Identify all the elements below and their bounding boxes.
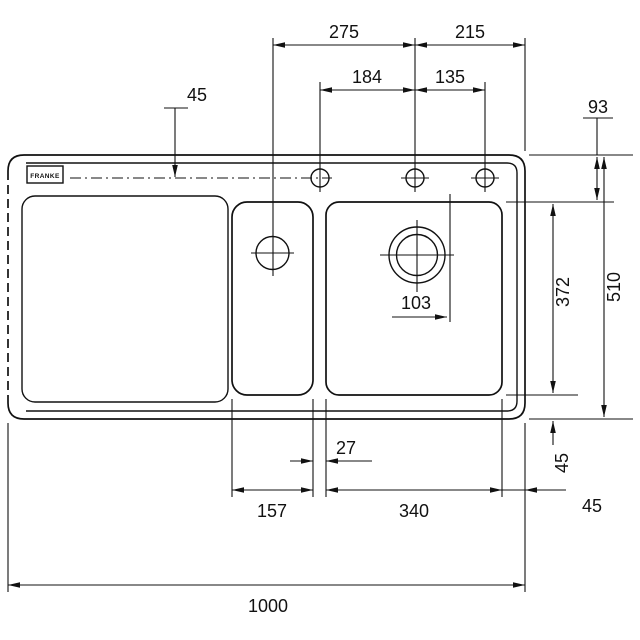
dim-label-total-width: 1000: [248, 596, 288, 616]
dimension-lines: [8, 42, 613, 588]
dim-label-tap-from-top: 45: [187, 85, 207, 105]
franke-logo-icon: FRANKE: [26, 165, 64, 184]
sink-outer-edge: [7, 154, 526, 420]
dim-label-main-bowl-width: 340: [399, 501, 429, 521]
dim-label-bowl-gap: 27: [336, 438, 356, 458]
drain-double-circle-icon: [380, 220, 454, 292]
sink-body: [7, 154, 526, 420]
dim-label-rim-front: 45: [552, 453, 572, 473]
logo-text: FRANKE: [30, 173, 60, 180]
extension-lines: [7, 38, 633, 592]
tap-hole-icon: [310, 168, 499, 188]
drainboard: [21, 195, 229, 403]
dim-label-tap-span-b: 135: [435, 67, 465, 87]
dim-label-tap-span-a: 184: [352, 67, 382, 87]
dim-label-bowl-length: 372: [553, 277, 573, 307]
dim-label-drain-inset: 103: [401, 293, 431, 313]
dim-label-total-depth: 510: [604, 272, 624, 302]
sink-inner-rim: [26, 162, 518, 412]
main-bowl: [325, 201, 503, 396]
dim-label-drain-to-tap: 275: [329, 22, 359, 42]
dim-label-rim-side: 45: [582, 496, 602, 516]
dim-label-rim-back: 93: [588, 97, 608, 117]
dim-label-tap-to-edge: 215: [455, 22, 485, 42]
dim-label-small-bowl-width: 157: [257, 501, 287, 521]
